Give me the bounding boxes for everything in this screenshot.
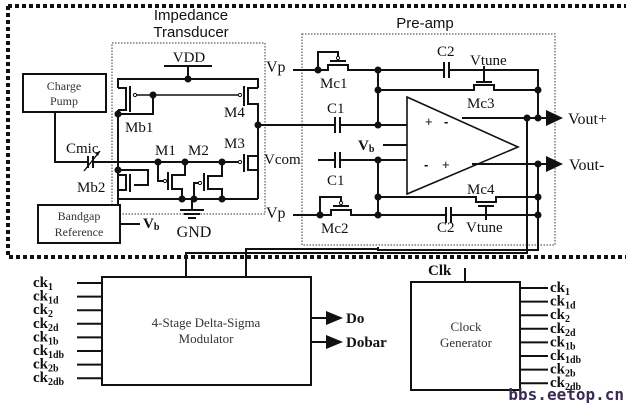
modulator-label-2: Modulator	[179, 331, 235, 346]
clock-generator-block	[410, 281, 521, 391]
c1-top-label: C1	[327, 101, 345, 117]
clock-generator-label: ck2b	[550, 362, 576, 380]
vp-bottom-label: Vp	[266, 205, 286, 222]
vp-top-label: Vp	[266, 59, 286, 76]
m1-transistor	[157, 162, 186, 199]
c2-top-capacitor	[443, 62, 450, 78]
clock-generator-label: ck2d	[550, 321, 576, 339]
mb2-label: Mb2	[77, 180, 105, 196]
charge-pump-label-1: Charge	[47, 79, 81, 93]
m3-label: M3	[224, 136, 245, 152]
vb-label: Vb	[143, 216, 160, 233]
modulator-clock-label: ck2b	[33, 357, 59, 375]
vb-amp-label: Vb	[358, 138, 375, 155]
mb1-transistor	[118, 86, 157, 115]
mc2-transistor	[319, 196, 378, 216]
impedance-transducer-title-2: Transducer	[153, 24, 228, 41]
mc4-label: Mc4	[467, 182, 495, 198]
c1-bottom-label: C1	[327, 173, 345, 189]
dobar-label: Dobar	[346, 335, 387, 351]
clock-generator-label: ck1d	[550, 294, 576, 312]
vdd-label: VDD	[173, 50, 206, 66]
c2-bottom-label: C2	[437, 220, 455, 236]
fully-differential-opamp: + - - +	[406, 95, 520, 196]
preamp-box	[301, 33, 556, 246]
mc1-transistor	[317, 51, 378, 71]
mb2-transistor	[118, 169, 149, 192]
m2-transistor	[193, 162, 223, 199]
clock-generator-label: ck1	[550, 280, 570, 298]
c2-top-label: C2	[437, 44, 455, 60]
modulator-clock-label: ck2	[33, 302, 53, 320]
modulator-clock-label: ck1b	[33, 329, 59, 347]
do-arrow	[326, 311, 343, 325]
vtune-bottom-label: Vtune	[466, 220, 503, 236]
analog-frontend-border	[6, 4, 626, 259]
modulator-clock-label: ck1db	[33, 343, 65, 361]
vout-plus-arrow	[546, 110, 563, 126]
charge-pump-label-2: Pump	[50, 94, 78, 108]
clock-generator-label-2: Generator	[440, 335, 493, 350]
modulator-label-1: 4-Stage Delta-Sigma	[152, 315, 261, 330]
vout-minus-arrow	[546, 156, 563, 172]
m3-transistor	[237, 154, 259, 199]
m2-label: M2	[188, 143, 209, 159]
m1-label: M1	[155, 143, 176, 159]
do-label: Do	[346, 311, 364, 327]
impedance-transducer-title-1: Impedance	[154, 7, 228, 24]
bandgap-reference-block	[37, 204, 121, 244]
clock-generator-label: ck1db	[550, 348, 582, 366]
c1-bottom-capacitor	[334, 152, 341, 168]
clock-generator-label-1: Clock	[450, 319, 482, 334]
bandgap-label-1: Bandgap	[58, 209, 101, 223]
vcom-label: Vcom	[264, 152, 301, 168]
mc1-label: Mc1	[320, 76, 348, 92]
vout-minus-label: Vout-	[569, 157, 604, 174]
mb1-label: Mb1	[125, 120, 153, 136]
clock-generator-label: ck1b	[550, 334, 576, 352]
ground-symbol	[180, 199, 204, 219]
c1-top-capacitor	[334, 117, 341, 133]
bandgap-label-2: Reference	[55, 225, 104, 239]
dobar-arrow	[326, 335, 343, 349]
modulator-clock-label: ck1	[33, 275, 53, 293]
svg-text:+: +	[442, 157, 450, 172]
svg-text:-: -	[444, 114, 448, 129]
cmic-label: Cmic	[66, 141, 99, 157]
modulator-clock-label: ck1d	[33, 289, 59, 307]
mc2-label: Mc2	[321, 221, 349, 237]
m4-label: M4	[224, 105, 245, 121]
preamp-title: Pre-amp	[396, 15, 454, 32]
mc3-label: Mc3	[467, 96, 495, 112]
mc3-transistor	[378, 81, 538, 91]
svg-text:-: -	[424, 157, 428, 172]
delta-sigma-modulator-block	[101, 276, 312, 386]
vout-plus-label: Vout+	[568, 111, 607, 128]
charge-pump-block	[22, 73, 107, 113]
clock-generator-label: ck2	[550, 307, 570, 325]
modulator-clock-label: ck2d	[33, 316, 59, 334]
clk-label: Clk	[428, 263, 452, 279]
mc4-transistor	[378, 196, 538, 220]
modulator-clock-label: ck2db	[33, 370, 65, 388]
vtune-top-label: Vtune	[470, 53, 507, 69]
gnd-label: GND	[177, 224, 212, 241]
clock-generator-label: ck2db	[550, 375, 582, 393]
svg-text:+: +	[425, 114, 433, 129]
watermark: bbs.eetop.cn	[508, 385, 624, 403]
